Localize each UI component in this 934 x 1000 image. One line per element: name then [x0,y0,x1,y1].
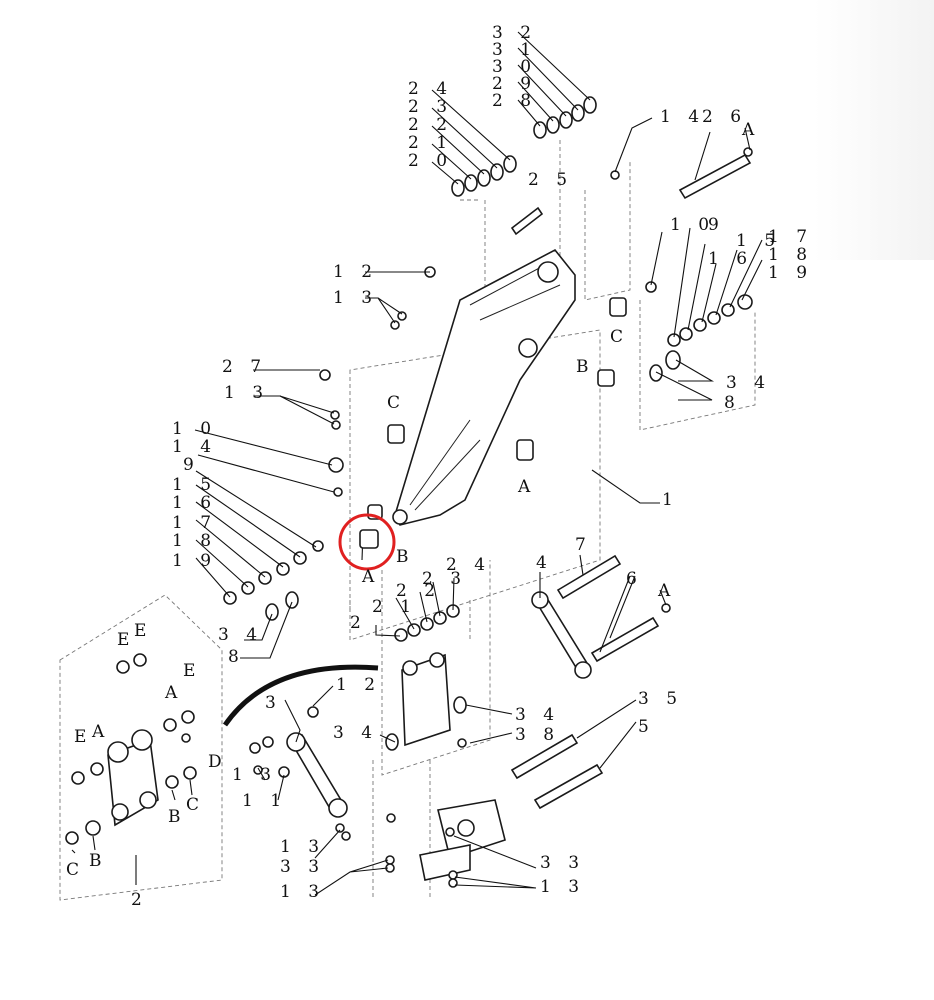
callout-8: 8 [724,393,741,413]
callout-34: 3 4 [515,705,560,725]
page-edge-shade [814,0,934,260]
callout-33: 3 3 [540,853,585,873]
callout-5: 5 [638,717,655,737]
pins [510,153,752,810]
washer-stack-top-left [451,155,517,197]
callout-E: E [117,630,135,650]
callout-32: 3 2 [492,23,537,43]
callout-1: 1 [662,490,679,510]
callout-B: B [89,851,108,871]
callout-10: 1 0 [670,215,715,235]
callout-17: 1 7 [172,513,217,533]
highlighted-part [338,513,396,571]
lower-housing [419,799,506,881]
callout-25: 2 5 [528,170,573,190]
callout-21: 2 1 [408,133,453,153]
callout-13: 1 3 [224,383,269,403]
callout-22: 2 2 [396,581,441,601]
callout-19: 1 9 [172,551,217,571]
callout-29: 2 9 [492,74,537,94]
callout-13: 1 3 [232,765,277,785]
callout-6: 6 [626,569,643,589]
bracket-assembly [107,729,159,827]
callout-21: 2 1 [372,597,417,617]
callout-E: E [134,621,152,641]
callout-17: 1 7 [768,227,813,247]
callout-A: A [164,683,183,703]
callout-9: 9 [708,215,725,235]
callout-8: 8 [228,647,245,667]
callout-13: 1 3 [333,288,378,308]
callout-19: 1 9 [768,263,813,283]
callout-24: 2 4 [408,79,453,99]
callout-18: 1 8 [172,531,217,551]
callout-14: 1 4 [660,107,705,127]
callout-28: 2 8 [492,91,537,111]
callout-13: 1 3 [280,837,325,857]
callout-3: 3 [265,693,282,713]
swing-arc [222,664,379,727]
callout-13: 1 3 [280,882,325,902]
callout-30: 3 0 [492,57,537,77]
links [286,591,592,818]
callout-B: B [168,807,187,827]
callout-A: A [91,722,110,742]
callout-20: 2 0 [408,151,453,171]
callout-A: A [741,120,760,140]
callout-18: 1 8 [768,245,813,265]
boom-arm [392,248,576,526]
callout-D: D [208,752,228,772]
callout-C: C [610,327,629,347]
callout-34: 3 4 [726,373,771,393]
assembly-guide-lines [59,140,756,901]
callout-31: 3 1 [492,40,537,60]
callout-4: 4 [536,553,553,573]
callout-34: 3 4 [218,625,263,645]
callout-34: 3 4 [333,723,378,743]
callout-20: 2 [350,613,367,633]
center-bracket [401,652,451,747]
callout-A: A [657,581,676,601]
callout-B: B [396,547,415,567]
callout-E: E [183,661,201,681]
callout-A: A [517,477,536,497]
callout-15: 1 5 [736,231,781,251]
callout-A: A [361,567,380,587]
callout-E: E [74,727,92,747]
callout-labels: 3 2 3 1 3 0 2 9 2 8 2 4 2 3 2 2 2 1 2 0 … [66,23,813,910]
callout-9: 9 [183,455,200,475]
callout-C: C [66,860,85,880]
callout-23: 2 3 [422,569,467,589]
callout-12: 1 2 [333,262,378,282]
callout-15: 1 5 [172,475,217,495]
callout-12: 1 2 [336,675,381,695]
callout-13: 1 3 [540,877,585,897]
callout-14: 1 4 [172,437,217,457]
callout-C: C [186,795,205,815]
callout-7: 7 [575,535,592,555]
callout-C: C [387,393,406,413]
callout-23: 2 3 [408,97,453,117]
callout-26: 2 6 [702,107,747,127]
callout-B: B [576,357,595,377]
washer-stack-top-right [533,96,597,139]
callout-16: 1 6 [172,493,217,513]
callout-22: 2 2 [408,115,453,135]
callout-16: 1 6 [708,249,753,269]
callout-38: 3 8 [515,725,560,745]
callout-11: 1 1 [242,791,287,811]
callout-27: 2 7 [222,357,267,377]
callout-35: 3 5 [638,689,683,709]
callout-2: 2 [131,890,148,910]
leader-lines [71,31,763,896]
callout-10: 1 0 [172,419,217,439]
callout-33: 3 3 [280,857,325,877]
callout-24: 2 4 [446,555,491,575]
